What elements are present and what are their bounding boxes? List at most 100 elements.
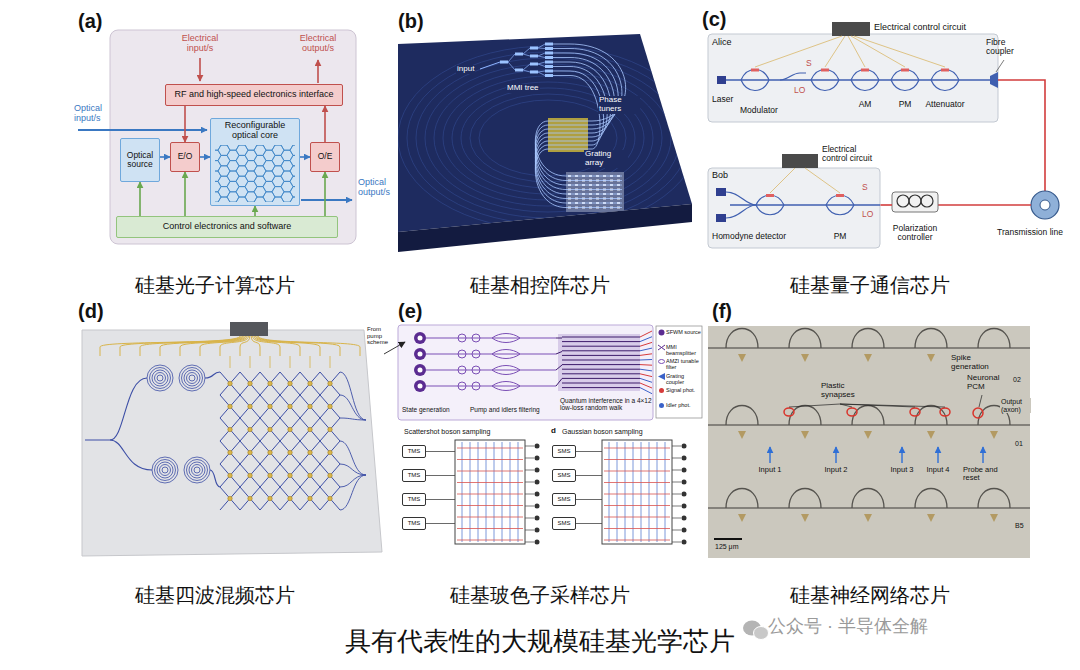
fibre — [998, 80, 1045, 191]
heater — [328, 427, 332, 431]
detector — [682, 516, 687, 521]
phase-shifter — [821, 69, 829, 72]
mesh-waveguide — [300, 487, 320, 510]
legend-symbol — [658, 358, 665, 365]
optical-line — [301, 199, 352, 201]
random-walk-region — [558, 334, 640, 391]
mmi-splitter — [515, 69, 523, 72]
matrix-column — [518, 442, 519, 542]
mesh-waveguide — [300, 372, 320, 395]
mesh-waveguide — [220, 487, 240, 510]
photodiode — [716, 188, 726, 196]
sfwm-source — [414, 332, 426, 344]
text-label: Attenuator — [925, 100, 964, 109]
panel-caption: 硅基四波混频芯片 — [135, 584, 295, 606]
box-text: TMS — [408, 448, 421, 455]
box-text: SMS — [557, 496, 570, 503]
text-label: Alice — [712, 38, 732, 48]
bus-waveguide — [708, 507, 1030, 508]
text-label: Spike generation — [950, 354, 998, 372]
legend-shape — [658, 345, 665, 350]
mesh-waveguide — [300, 395, 320, 418]
ring-loop — [852, 329, 884, 349]
mzi-arm — [826, 205, 854, 215]
heater — [308, 450, 312, 454]
heater — [328, 473, 332, 477]
sfwm-source — [414, 380, 426, 392]
mzi-arm — [851, 70, 879, 81]
routing-waveguide — [434, 70, 662, 206]
mzi-arm — [811, 80, 839, 91]
mesh-cell — [290, 166, 295, 176]
filter-ring — [458, 334, 466, 342]
filter-ring — [472, 382, 480, 390]
phase-shifter — [861, 69, 869, 72]
input-arrow — [769, 447, 770, 463]
text-label: LO — [862, 210, 873, 219]
legend-text: Idler phot. — [666, 402, 701, 408]
mesh-waveguide — [320, 418, 340, 441]
synapse-marker — [847, 408, 857, 416]
waveguide — [726, 205, 756, 218]
mzi-arm — [741, 80, 769, 91]
box-text: O/E — [318, 152, 333, 161]
routing-waveguide — [407, 52, 689, 224]
sfwm-core — [418, 368, 423, 373]
waveguide — [426, 370, 556, 371]
box-text: Reconfigurable optical core — [214, 121, 296, 141]
box-text: TMS — [408, 520, 421, 527]
mesh-waveguide — [240, 395, 260, 418]
output-mode — [672, 518, 681, 519]
mesh-waveguide — [220, 441, 240, 464]
signal-connector — [139, 182, 141, 216]
legend-text: SFWM source — [666, 329, 701, 335]
detector — [535, 504, 540, 509]
grating-coupler — [927, 354, 935, 362]
output-fan — [640, 388, 652, 394]
output-waveguide — [340, 372, 366, 420]
mesh-waveguide — [260, 487, 280, 510]
box-text: Optical source — [124, 151, 156, 170]
signal-connector — [184, 106, 186, 142]
spool-hub — [1040, 200, 1050, 210]
panel-letter: (f) — [712, 300, 732, 322]
waveguide — [205, 372, 220, 378]
input-mode — [426, 499, 455, 500]
input-mode — [426, 523, 455, 524]
tree-waveguide — [508, 54, 515, 62]
signal-connector — [300, 156, 310, 158]
tree-waveguide — [523, 48, 530, 54]
delay-spiral — [184, 370, 200, 386]
laser — [717, 76, 726, 84]
tree-waveguide — [523, 70, 530, 72]
mmi-splitter — [515, 53, 523, 56]
mmi-splitter — [545, 61, 553, 64]
text-label: Gaussian boson sampling — [562, 428, 643, 436]
bus-waveguide — [708, 424, 1030, 425]
walk-waveguide — [562, 337, 640, 338]
chip-top-face — [398, 34, 692, 232]
array-waveguide — [535, 71, 622, 203]
electrode-wire — [805, 168, 840, 193]
mzi-arm — [811, 70, 839, 81]
mesh-waveguide — [240, 464, 260, 487]
panel-caption: 硅基光子计算芯片 — [135, 274, 295, 296]
micrograph-ground — [708, 326, 1030, 558]
ring-loop — [978, 329, 1010, 349]
heater — [288, 381, 292, 385]
sfwm-core — [418, 352, 423, 357]
waveguide — [556, 379, 562, 387]
optical-line — [78, 129, 207, 131]
tree-waveguide — [523, 54, 530, 56]
detector — [535, 444, 540, 449]
phase-shifter — [836, 194, 844, 197]
heater — [248, 450, 252, 454]
heater — [308, 473, 312, 477]
mesh-waveguide — [300, 418, 320, 441]
amzi-arm — [492, 382, 520, 387]
electrode-wire — [330, 356, 331, 368]
matrix-column — [649, 442, 650, 542]
watermark: 公众号 · 半导体全解 — [768, 617, 928, 637]
optical-core: Reconfigurable optical core — [210, 118, 300, 206]
